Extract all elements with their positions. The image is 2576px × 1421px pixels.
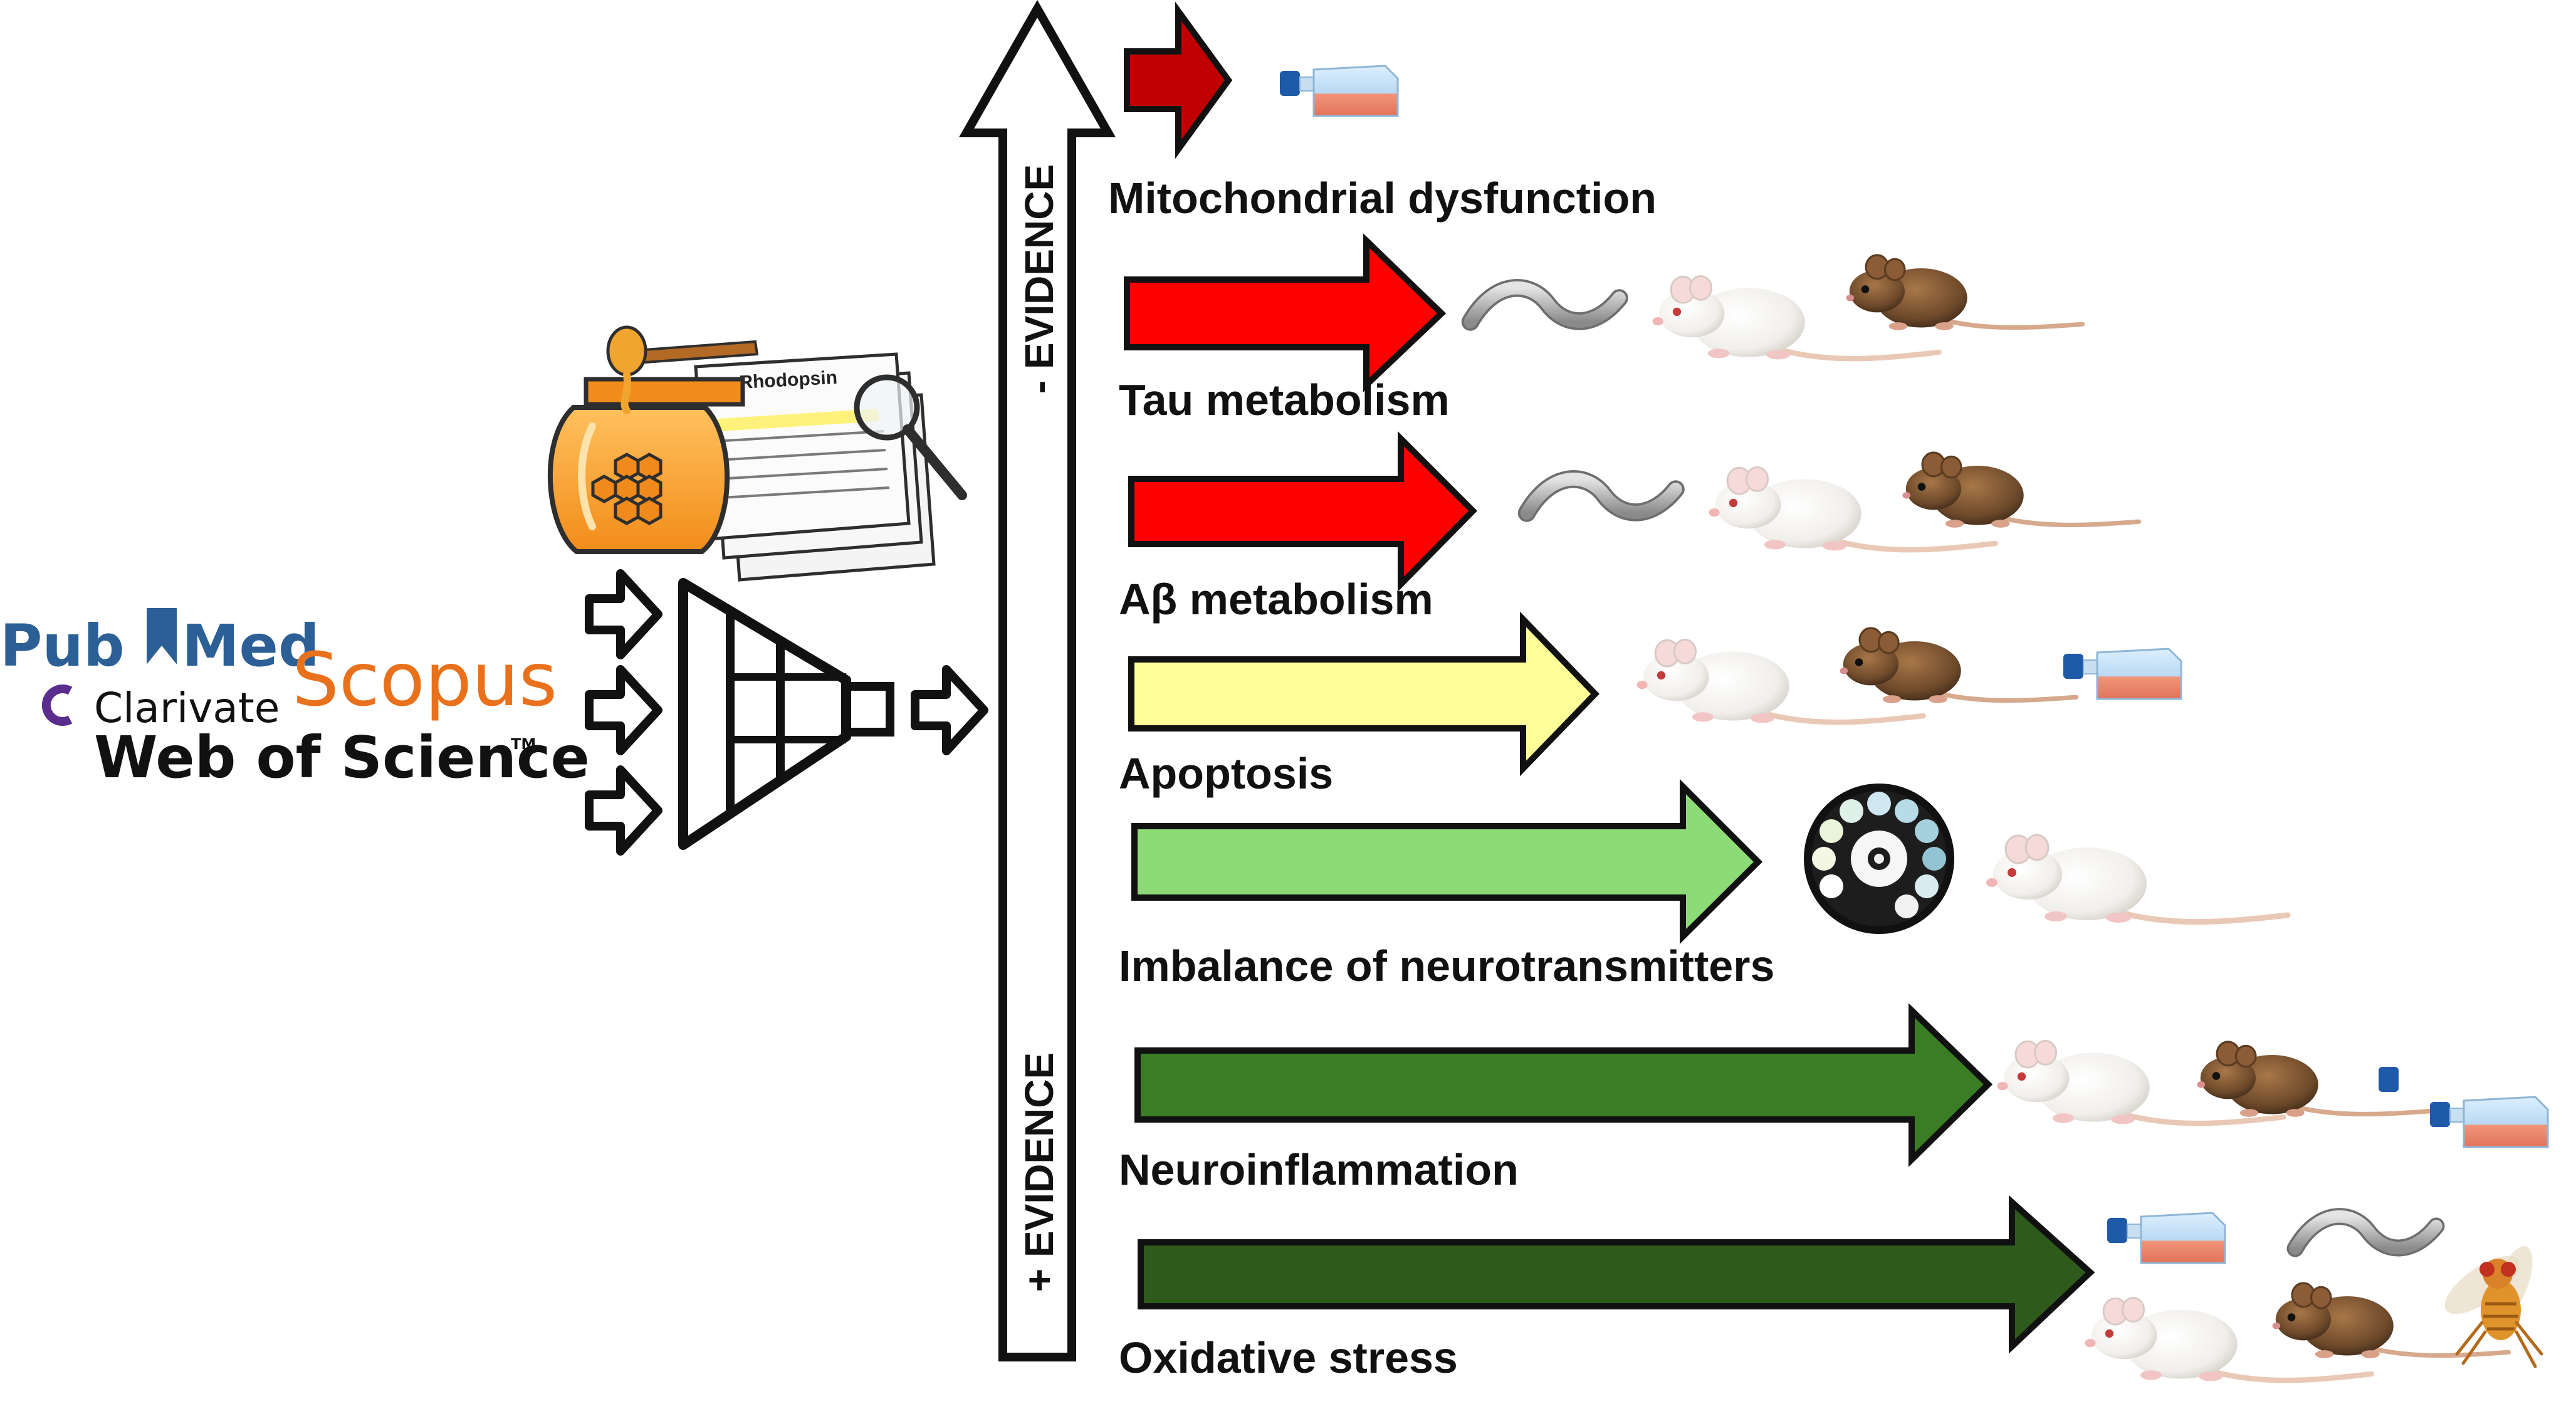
pathway-label-imbalance-of-neurotransmitters: Imbalance of neurotransmitters <box>1119 941 1774 990</box>
cell-culture-flask-icon <box>2062 648 2182 700</box>
pathway-arrow-oxidative-stress <box>1138 1195 2095 1354</box>
mouse-icon <box>1840 628 2076 703</box>
pathway-label-tau-metabolism: Tau metabolism <box>1119 375 1450 424</box>
cell-culture-flask-icon <box>2379 1067 2549 1148</box>
input-arrow-1-icon <box>585 569 662 659</box>
mouse-icon <box>1903 453 2139 528</box>
pubmed-text-part2: Med <box>182 612 320 679</box>
scopus-logo: Scopus <box>292 636 557 723</box>
pubmed-text-part1: Pub <box>0 612 125 679</box>
clarivate-logo: Clarivate <box>41 684 280 732</box>
pathway-arrow-imbalance-of-neurotransmitters <box>1131 779 1763 944</box>
funnel-icon <box>678 578 894 850</box>
plus-evidence-label: + EVIDENCE <box>1017 1052 1062 1292</box>
clarivate-mark-icon <box>41 684 73 726</box>
input-arrow-2-icon <box>585 665 662 755</box>
pathway-label-oxidative-stress: Oxidative stress <box>1119 1333 1458 1382</box>
honeycomb-icon <box>591 453 662 525</box>
pubmed-logo: Pub Med <box>0 608 320 679</box>
web-of-science-logo: Web of Science TM <box>94 724 590 791</box>
pathway-label-neuroinflammation: Neuroinflammation <box>1119 1145 1519 1194</box>
pathway-arrow-neuroinflammation <box>1134 1003 1993 1167</box>
rat-icon <box>1986 835 2288 923</box>
cell-culture-flask-icon <box>1279 65 1399 117</box>
colorimetric-disc-icon <box>1804 784 1954 934</box>
nematode-icon <box>2295 1217 2436 1249</box>
pathway-arrow-mitochondrial-dysfunction <box>1124 1 1233 159</box>
pathway-arrow-apoptosis <box>1128 611 1600 777</box>
pathway-arrow-tau-metabolism <box>1124 233 1447 392</box>
clarivate-text: Clarivate <box>94 684 280 732</box>
evidence-axis-arrow <box>958 0 1116 1361</box>
pathway-label-apoptosis: Apoptosis <box>1119 749 1333 798</box>
document-title: Rhodopsin <box>739 367 838 393</box>
pathway-label-mitochondrial-dysfunction: Mitochondrial dysfunction <box>1108 174 1657 223</box>
pubmed-book-icon <box>147 608 177 664</box>
magnifier-icon <box>854 374 967 500</box>
minus-evidence-label: - EVIDENCE <box>1017 164 1062 394</box>
mouse-icon <box>1846 255 2083 330</box>
pathway-arrow-abeta-metabolism <box>1128 431 1478 592</box>
pathway-label-abeta-metabolism: Aβ metabolism <box>1119 575 1433 624</box>
web-of-science-text: Web of Science <box>94 724 590 791</box>
output-arrow-icon <box>911 665 988 755</box>
nematode-icon <box>1470 288 1620 322</box>
fruit-fly-icon <box>2436 1241 2542 1366</box>
cell-culture-flask-icon <box>2106 1212 2226 1264</box>
trademark-text: TM <box>511 735 536 753</box>
input-arrow-3-icon <box>585 765 662 856</box>
honey-jar-icon <box>547 325 759 554</box>
nematode-icon <box>1527 479 1676 513</box>
